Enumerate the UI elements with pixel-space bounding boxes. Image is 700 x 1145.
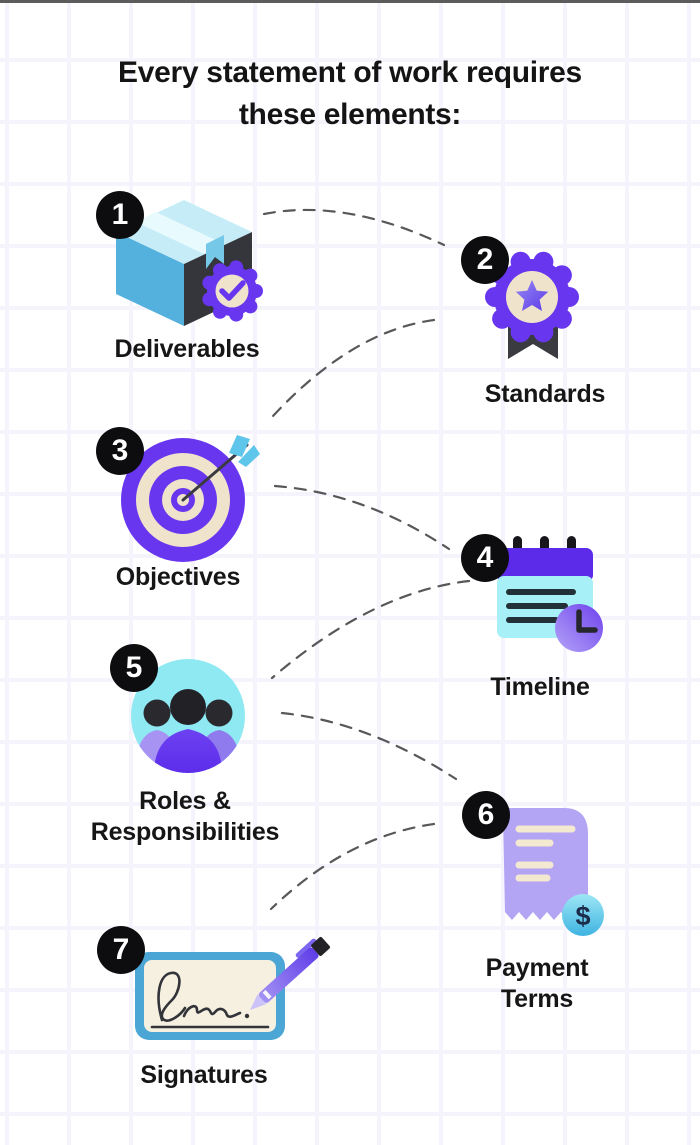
award-rosette-ribbon-icon xyxy=(485,251,579,359)
step-badge-6: 6 xyxy=(462,791,510,839)
item-label-roles-responsibilities: Roles & Responsibilities xyxy=(90,787,280,846)
target-arrow-icon xyxy=(121,435,260,562)
connector-path-4-5 xyxy=(270,579,471,680)
item-label-timeline: Timeline xyxy=(490,673,590,701)
pen-icon xyxy=(250,936,330,1010)
step-badge-3: 3 xyxy=(96,427,144,475)
connector-path-3-4 xyxy=(273,484,451,551)
connector-path-2-3 xyxy=(271,318,436,418)
connector-path-1-2 xyxy=(262,208,446,247)
step-badge-7: 7 xyxy=(97,926,145,974)
notepad-clock-icon xyxy=(497,536,603,652)
team-people-icon xyxy=(131,659,245,773)
step-badge-2: 2 xyxy=(461,236,509,284)
item-label-payment-terms: Payment Terms xyxy=(485,954,589,1013)
receipt-dollar-icon: $ xyxy=(503,808,604,936)
item-label-standards: Standards xyxy=(484,380,606,408)
item-label-deliverables: Deliverables xyxy=(114,335,260,363)
step-badge-4: 4 xyxy=(461,534,509,582)
item-label-signatures: Signatures xyxy=(140,1061,268,1089)
connector-path-6-7 xyxy=(269,822,436,911)
page-title: Every statement of work requires these e… xyxy=(118,56,582,131)
package-box-check-icon xyxy=(116,200,263,326)
item-label-objectives: Objectives xyxy=(115,563,241,591)
top-edge-strip xyxy=(0,0,700,3)
signature-pen-icon xyxy=(135,936,330,1040)
connector-path-5-6 xyxy=(280,711,458,781)
svg-text:$: $ xyxy=(575,901,590,931)
step-badge-5: 5 xyxy=(110,644,158,692)
step-badge-1: 1 xyxy=(96,191,144,239)
